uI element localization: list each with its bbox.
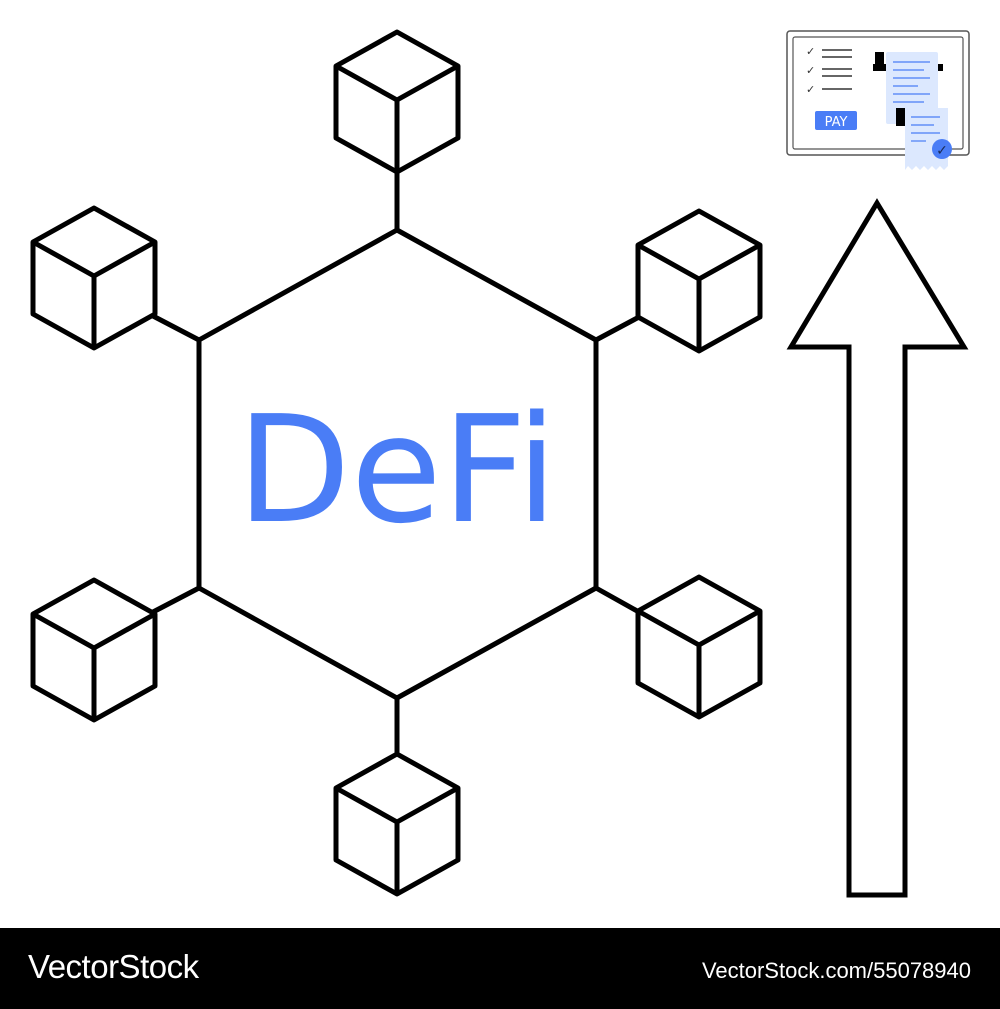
blockchain-cube-icon	[30, 205, 158, 351]
central-hexagon	[196, 227, 599, 701]
receipt-icon	[873, 52, 943, 124]
watermark-footer: VectorStock VectorStock.com/55078940	[0, 928, 1000, 1009]
check-mark-3: ✓	[806, 83, 815, 96]
check-mark-1: ✓	[806, 45, 815, 58]
checklist: ✓ ✓ ✓	[806, 45, 852, 96]
printer-slot	[896, 108, 905, 126]
defi-label: DeFi	[237, 384, 558, 556]
blockchain-cube-icon	[333, 29, 461, 175]
vectorstock-logo: VectorStock	[28, 948, 199, 985]
connector-top-right	[593, 314, 642, 343]
blockchain-cube-icon	[30, 577, 158, 723]
blockchain-cube-icon	[635, 208, 763, 354]
blockchain-cube-icon	[635, 574, 763, 720]
check-mark-2: ✓	[806, 64, 815, 77]
receipt-icon: ✓	[896, 108, 952, 170]
payment-window-icon: ✓ ✓ ✓ PAY	[786, 30, 970, 170]
image-reference: VectorStock.com/55078940	[701, 958, 971, 983]
pay-button-label: PAY	[825, 115, 848, 130]
approved-badge	[932, 139, 952, 159]
pay-button	[815, 111, 857, 130]
defi-illustration: DeFi ✓ ✓ ✓ PAY	[30, 29, 970, 898]
approved-check-icon: ✓	[936, 143, 948, 159]
connector-lines	[150, 169, 642, 755]
connector-bottom-right	[593, 585, 642, 615]
connector-top-left	[150, 313, 202, 343]
receipt-lines	[893, 61, 930, 103]
receipt-lines	[911, 116, 940, 142]
printer-slot	[875, 52, 884, 66]
arrow-up-icon	[786, 198, 969, 898]
blockchain-cube-icon	[333, 751, 461, 897]
blockchain-nodes	[30, 29, 763, 897]
diagram-canvas: DeFi ✓ ✓ ✓ PAY	[30, 29, 970, 898]
connector-bottom-left	[150, 585, 202, 615]
